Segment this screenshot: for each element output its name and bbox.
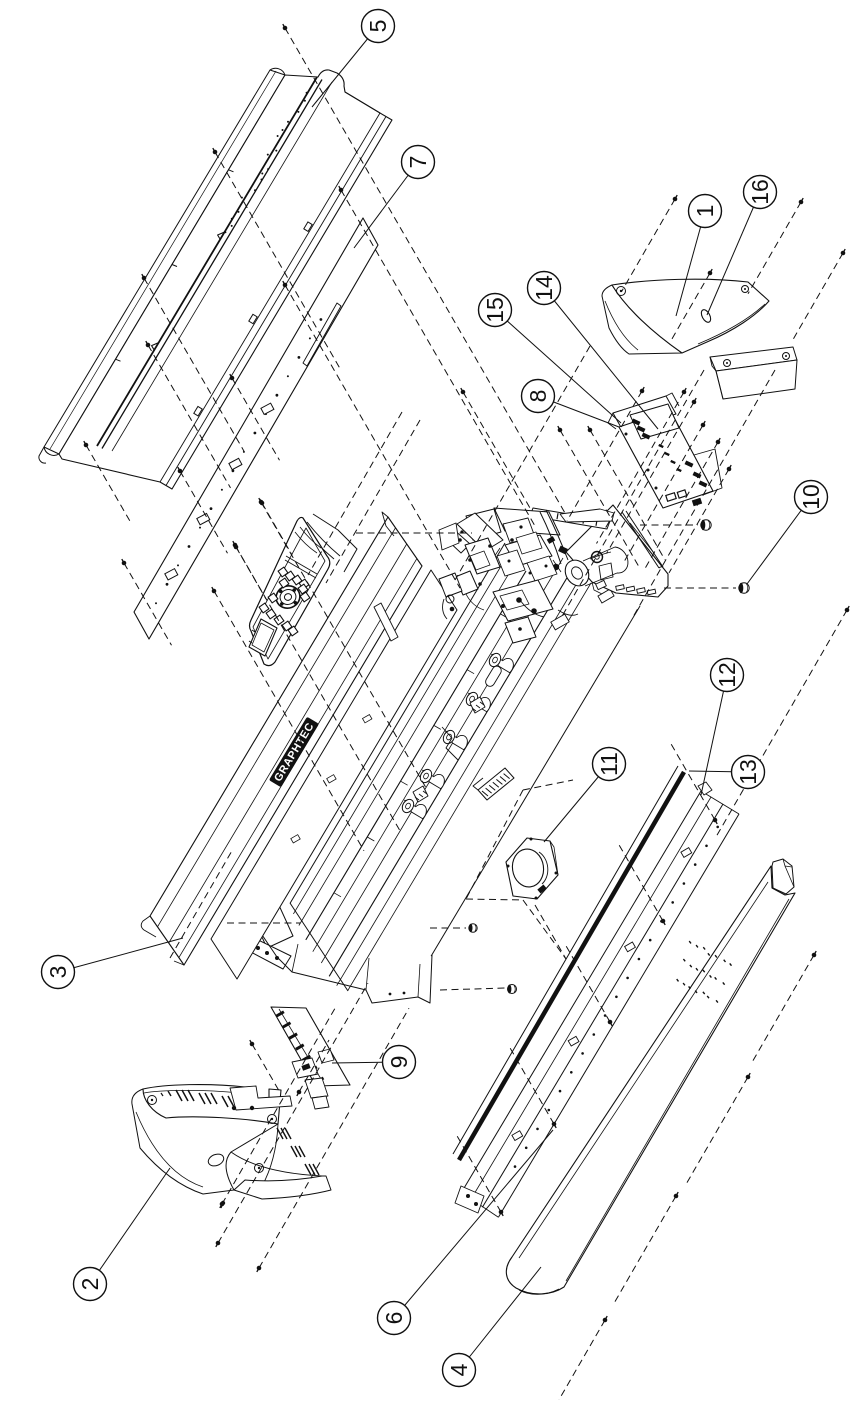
svg-text:16: 16 [747, 179, 773, 205]
svg-text:9: 9 [386, 1056, 412, 1069]
svg-text:13: 13 [735, 759, 761, 785]
svg-text:5: 5 [365, 20, 391, 33]
svg-text:6: 6 [381, 1312, 407, 1325]
svg-text:7: 7 [405, 156, 431, 169]
svg-text:8: 8 [525, 390, 551, 403]
svg-text:2: 2 [77, 1278, 103, 1291]
svg-text:12: 12 [714, 662, 740, 688]
svg-text:10: 10 [798, 484, 824, 510]
svg-text:14: 14 [531, 275, 557, 301]
svg-text:15: 15 [482, 297, 508, 323]
svg-text:3: 3 [45, 966, 71, 979]
svg-text:1: 1 [692, 205, 718, 218]
svg-text:11: 11 [596, 752, 622, 776]
svg-text:4: 4 [446, 1363, 472, 1376]
